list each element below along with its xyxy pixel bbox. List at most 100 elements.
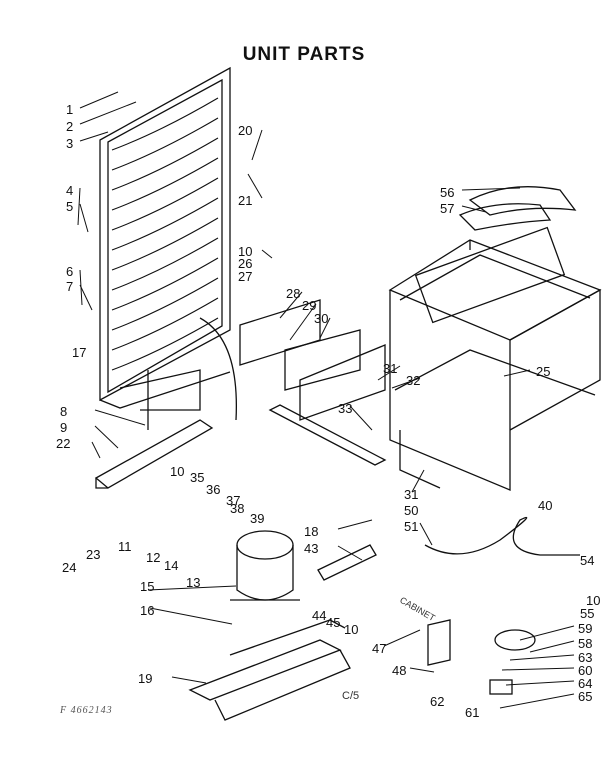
callout-number: 31 xyxy=(383,361,398,376)
callout-number: 47 xyxy=(372,641,387,656)
leader-line xyxy=(461,205,487,213)
leader-line xyxy=(391,377,421,389)
callout-number: 10 xyxy=(170,464,185,479)
callout-number: 44 xyxy=(312,608,327,623)
leader-line xyxy=(349,405,373,431)
top-plates xyxy=(458,186,577,231)
callout-number: 5 xyxy=(66,199,74,214)
callout-number: 45 xyxy=(326,615,341,630)
leader-line xyxy=(529,640,575,653)
callout-number: 12 xyxy=(146,550,161,565)
drawing-stamp: F 4662143 xyxy=(60,705,113,716)
callout-number: 21 xyxy=(238,193,253,208)
callout-number: 61 xyxy=(465,705,480,720)
tubing xyxy=(199,317,238,421)
callout-number: 16 xyxy=(140,603,155,618)
callout-number: 1 xyxy=(66,102,74,117)
callout-number: 65 xyxy=(578,689,593,704)
callout-number: 23 xyxy=(86,547,101,562)
leader-line xyxy=(519,625,575,641)
leader-line xyxy=(79,131,109,142)
callout-number: 30 xyxy=(314,311,329,326)
leader-line xyxy=(79,203,89,233)
callout-number: 56 xyxy=(440,185,455,200)
callout-number: 51 xyxy=(404,519,419,534)
callout-number: 17 xyxy=(72,345,87,360)
callout-number: 32 xyxy=(406,373,421,388)
leader-line xyxy=(319,317,331,339)
compressor xyxy=(230,530,300,601)
leader-line xyxy=(419,522,433,546)
leader-line xyxy=(411,469,425,493)
callout-number: 48 xyxy=(392,663,407,678)
leader-line xyxy=(509,654,575,661)
leader-line xyxy=(337,519,373,530)
leader-line xyxy=(149,607,233,625)
callout-number: 60 xyxy=(578,663,593,678)
callout-number: 2 xyxy=(66,119,74,134)
leader-line xyxy=(377,365,401,381)
callout-number: 28 xyxy=(286,286,301,301)
callout-number: 36 xyxy=(206,482,221,497)
leader-line xyxy=(505,680,575,686)
leader-line xyxy=(147,585,237,591)
leader-line xyxy=(279,291,303,319)
leader-line xyxy=(79,284,93,311)
callout-number: 37 xyxy=(226,493,241,508)
base-rail xyxy=(94,419,214,489)
callout-number: 8 xyxy=(60,404,68,419)
leader-line xyxy=(79,91,119,109)
callout-number: 33 xyxy=(338,401,353,416)
leader-line xyxy=(461,187,521,191)
relay-parts xyxy=(427,619,536,695)
base-pan xyxy=(188,619,351,721)
callout-number: 43 xyxy=(304,541,319,556)
leader-line xyxy=(91,441,101,459)
callout-number: 35 xyxy=(190,470,205,485)
callout-number: 10 xyxy=(344,622,359,637)
shroud-panels xyxy=(239,299,387,466)
callout-number: 6 xyxy=(66,264,74,279)
callout-number: 26 xyxy=(238,256,253,271)
leader-line xyxy=(337,545,363,561)
callout-number: 55 xyxy=(580,606,595,621)
callout-number: 57 xyxy=(440,201,455,216)
diagram-title: UNIT PARTS xyxy=(242,44,366,65)
callout-number: 7 xyxy=(66,279,74,294)
callout-number: 22 xyxy=(56,436,71,451)
callout-number: 38 xyxy=(230,501,245,516)
leader-line xyxy=(79,101,137,125)
callout-number: 15 xyxy=(140,579,155,594)
leader-line xyxy=(409,667,435,673)
callout-number: 4 xyxy=(66,183,74,198)
leader-line xyxy=(499,693,575,709)
leader-line xyxy=(171,676,207,684)
leader-line xyxy=(261,249,273,259)
cabinet-housing xyxy=(388,226,602,491)
power-cord xyxy=(424,516,580,556)
leader-line xyxy=(247,173,263,199)
callout-number: 11 xyxy=(118,539,132,554)
callout-number: 9 xyxy=(60,420,68,435)
callout-number: 50 xyxy=(404,503,419,518)
leader-line xyxy=(94,425,119,449)
callout-number: 25 xyxy=(536,364,551,379)
callout-number: 54 xyxy=(580,553,595,568)
callout-number: 31 xyxy=(404,487,419,502)
callout-number: 10 xyxy=(586,593,601,608)
callout-number: 58 xyxy=(578,636,593,651)
leader-line xyxy=(77,187,81,226)
callout-number: 27 xyxy=(238,269,253,284)
leader-line xyxy=(94,409,146,426)
callout-number: 39 xyxy=(250,511,265,526)
leader-line xyxy=(503,369,531,377)
leader-line xyxy=(251,129,263,161)
callout-number: 63 xyxy=(578,650,593,665)
callout-number: 10 xyxy=(238,244,253,259)
callout-number: 14 xyxy=(164,558,179,573)
dryer xyxy=(317,544,377,581)
callout-number: 19 xyxy=(138,671,153,686)
page-code: C/5 xyxy=(342,690,360,702)
callout-number: 24 xyxy=(62,560,77,575)
